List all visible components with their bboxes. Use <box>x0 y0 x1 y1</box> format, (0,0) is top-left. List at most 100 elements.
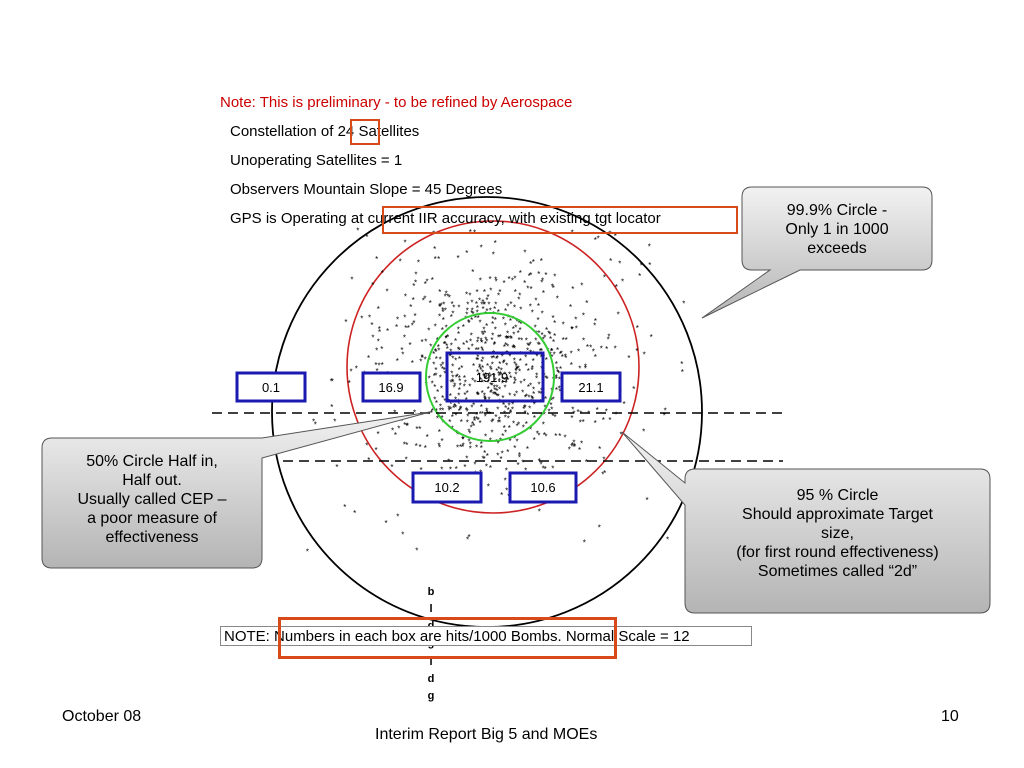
scatter-point: * <box>580 282 583 291</box>
scatter-point: * <box>484 412 487 421</box>
scatter-point: * <box>412 282 415 291</box>
scatter-point: * <box>453 384 456 393</box>
scatter-point: * <box>582 311 585 320</box>
scatter-point: * <box>525 362 528 371</box>
callout-95-shape <box>621 431 991 614</box>
scatter-point: * <box>427 327 430 336</box>
scatter-point: * <box>524 403 527 412</box>
scatter-point: * <box>441 394 444 403</box>
scatter-point: * <box>481 389 484 398</box>
scatter-point: * <box>516 365 519 374</box>
scatter-point: * <box>499 370 502 379</box>
scatter-point: * <box>473 417 476 426</box>
scatter-point: * <box>621 278 624 287</box>
scatter-point: * <box>500 455 503 464</box>
scatter-point: * <box>488 371 491 380</box>
scatter-point: * <box>497 392 500 401</box>
scatter-point: * <box>506 343 509 352</box>
scatter-point: * <box>594 317 597 326</box>
scatter-point: * <box>553 273 556 282</box>
scatter-point: * <box>635 347 638 356</box>
scatter-point: * <box>469 441 472 450</box>
scatter-point: * <box>486 410 489 419</box>
scatter-point: * <box>512 325 515 334</box>
scatter-point: * <box>491 332 494 341</box>
scatter-point: * <box>501 375 504 384</box>
scatter-point: * <box>424 444 427 453</box>
scatter-point: * <box>592 348 595 357</box>
scatter-point: * <box>607 336 610 345</box>
scatter-point: * <box>577 408 580 417</box>
gps-prefix: GPS is Operating at <box>230 210 364 227</box>
scatter-point: * <box>466 408 469 417</box>
scatter-point: * <box>508 391 511 400</box>
scatter-point: * <box>375 446 378 455</box>
scatter-point: * <box>540 257 543 266</box>
scatter-point: * <box>519 357 522 366</box>
scatter-point: * <box>528 272 531 281</box>
scatter-point: * <box>640 262 643 271</box>
scatter-point: * <box>523 279 526 288</box>
scatter-point: * <box>439 374 442 383</box>
scatter-point: * <box>484 371 487 380</box>
scatter-point: * <box>451 373 454 382</box>
box-label-1: 16.9 <box>378 380 403 395</box>
scatter-point: * <box>465 455 468 464</box>
scatter-point: * <box>435 399 438 408</box>
scatter-point: * <box>456 430 459 439</box>
scatter-point: * <box>481 369 484 378</box>
scatter-point: * <box>445 342 448 351</box>
scatter-point: * <box>476 288 479 297</box>
scatter-point: * <box>559 350 562 359</box>
scatter-point: * <box>462 436 465 445</box>
scatter-point: * <box>557 370 560 379</box>
scatter-point: * <box>360 315 363 324</box>
scatter-point: * <box>454 356 457 365</box>
scatter-point: * <box>505 379 508 388</box>
constellation-suffix: Satellites <box>358 123 420 140</box>
scatter-point: * <box>545 326 548 335</box>
scatter-point: * <box>456 443 459 452</box>
box-label-5: 10.6 <box>530 480 555 495</box>
scatter-point: * <box>489 275 492 284</box>
scatter-point: * <box>442 418 445 427</box>
scatter-point: * <box>448 406 451 415</box>
scatter-point: * <box>650 333 653 342</box>
box-label-3: 21.1 <box>578 380 603 395</box>
scatter-point: * <box>371 281 374 290</box>
scatter-point: * <box>502 315 505 324</box>
scatter-point: * <box>391 426 394 435</box>
scatter-point: * <box>518 319 521 328</box>
scatter-point: * <box>463 391 466 400</box>
scatter-point: * <box>541 331 544 340</box>
scatter-point: * <box>594 236 597 245</box>
scatter-point: * <box>538 341 541 350</box>
scatter-point: * <box>487 301 490 310</box>
scatter-point: * <box>502 401 505 410</box>
scatter-point: * <box>465 406 468 415</box>
scatter-point: * <box>514 288 517 297</box>
scatter-point: * <box>543 334 546 343</box>
scatter-point: * <box>480 338 483 347</box>
scatter-point: * <box>380 345 383 354</box>
scatter-point: * <box>438 303 441 312</box>
scatter-point: * <box>465 249 468 258</box>
callout-999-shape <box>701 186 933 319</box>
scatter-point: * <box>603 469 606 478</box>
scatter-point: * <box>454 403 457 412</box>
callout-999-line: 99.9% Circle - <box>786 202 888 219</box>
scatter-point: * <box>485 406 488 415</box>
scatter-point: * <box>524 354 527 363</box>
scatter-point: * <box>451 355 454 364</box>
constellation-prefix: Constellation of <box>230 123 334 140</box>
scatter-point: * <box>494 239 497 248</box>
scatter-point: * <box>457 392 460 401</box>
scatter-point: * <box>558 375 561 384</box>
scatter-point: * <box>374 361 377 370</box>
scatter-point: * <box>570 443 573 452</box>
scatter-point: * <box>593 322 596 331</box>
scatter-point: * <box>475 444 478 453</box>
scatter-point: * <box>648 243 651 252</box>
scatter-point: * <box>620 431 623 440</box>
scatter-point: * <box>455 374 458 383</box>
